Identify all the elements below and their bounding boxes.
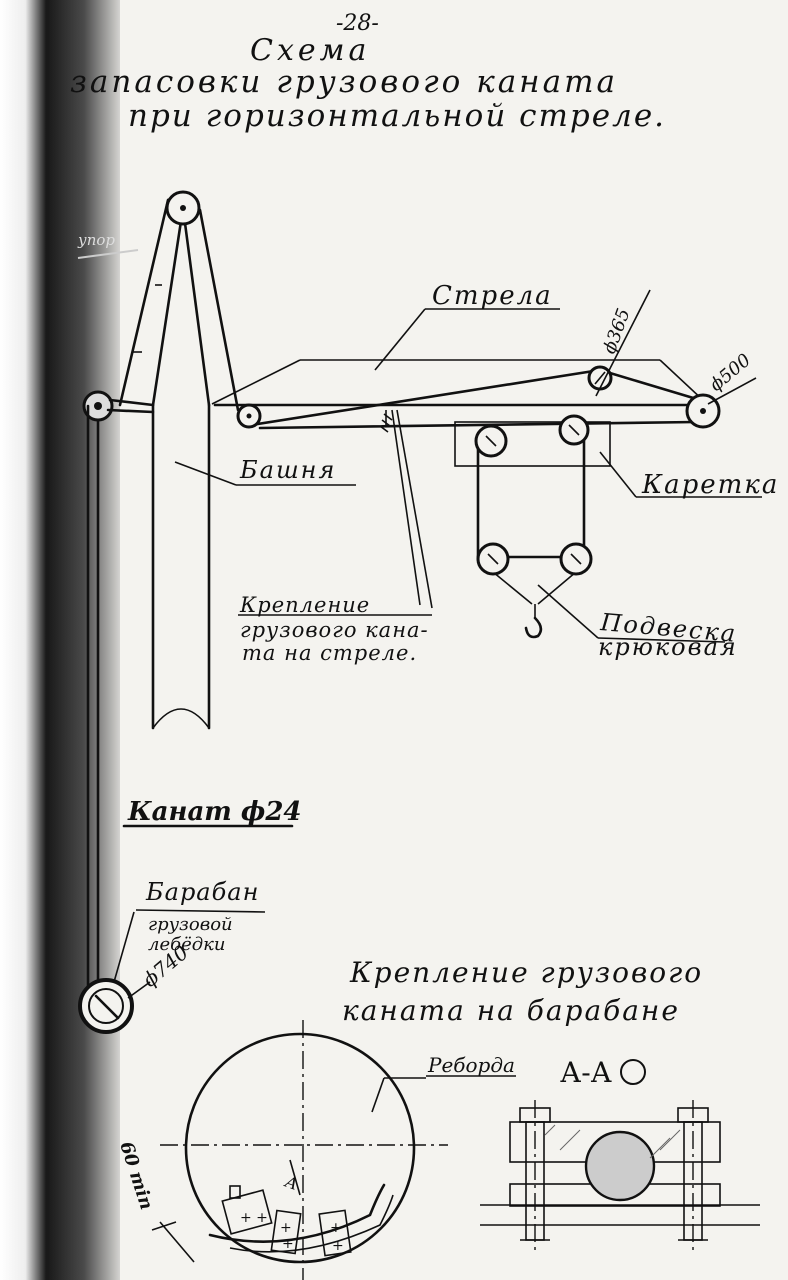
title-line-3: при горизонтальной стреле. [128,98,666,134]
label-kreplenie-strela-2: грузового кана- [240,618,429,642]
label-baraban-1: Барабан [145,878,259,906]
page-number: -28- [336,11,379,36]
carriage [454,421,611,562]
label-podveska-2: крюковая [598,633,738,661]
title-line-2: запасовки грузового каната [70,64,618,100]
svg-text:+ +: + + [240,1210,268,1226]
label-reborda: Реборда [427,1053,515,1077]
label-strela: Стрела [432,281,553,311]
label-kreplenie-baraban-2: каната на барабане [342,994,680,1027]
drum-flange-view: + + + + + + [160,1020,448,1280]
label-section: А-А [560,1056,612,1089]
scan-page-edge [0,0,46,1280]
label-kreplenie-baraban-1: Крепление грузового [349,956,703,989]
label-kreplenie-strela-1: Крепление [239,593,370,617]
label-dim-60: 60 min [115,1139,157,1212]
label-d500: ϕ500 [706,350,755,396]
label-baraban-3: лебёдки [148,934,226,955]
title-line-1: Схема [250,33,370,68]
boom [211,359,706,430]
svg-text:+: + [330,1220,342,1236]
label-kanat: Канат ϕ24 [127,797,302,827]
svg-text:+: + [332,1238,344,1254]
svg-text:+: + [282,1236,294,1252]
section-a-a [480,1100,760,1250]
label-kreplenie-strela-3: та на стреле. [242,641,417,665]
tower [118,198,240,730]
label-baraban-2: грузовой [148,914,233,935]
label-section-mark: А [282,1172,301,1194]
rope-anchor-on-boom [379,409,433,609]
label-upor: упор [77,231,115,249]
label-karetka: Каретка [641,470,779,500]
label-bashnya: Башня [239,456,336,484]
svg-text:+: + [280,1220,292,1236]
